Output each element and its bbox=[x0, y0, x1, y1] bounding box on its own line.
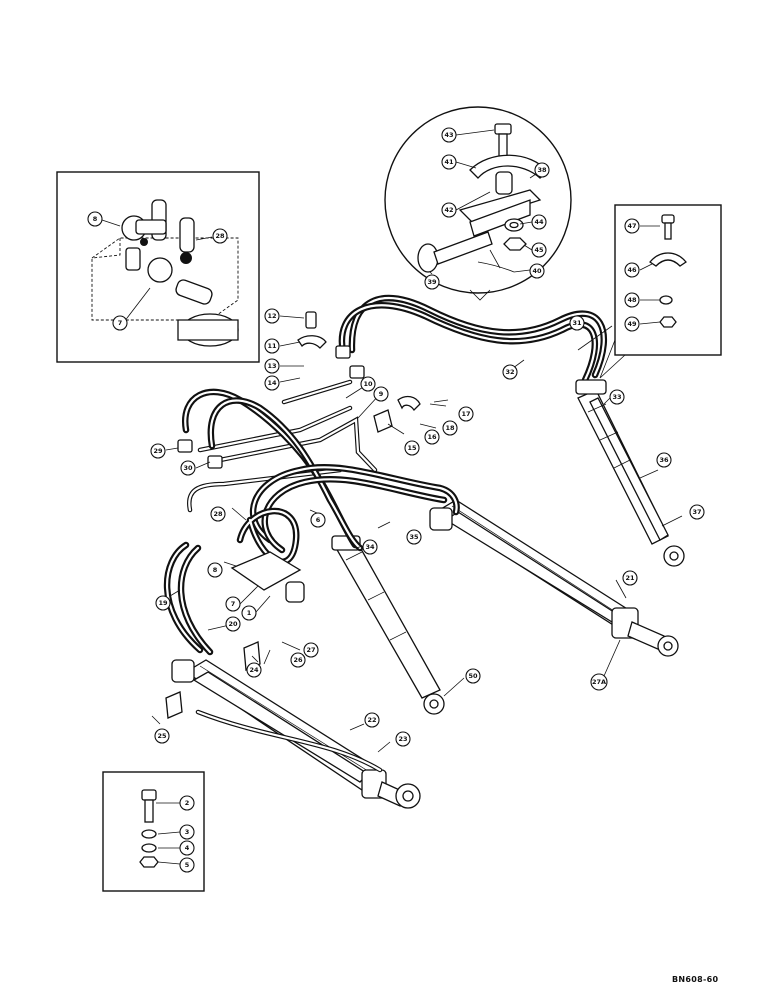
drawing-code-label: BN608-60 bbox=[672, 975, 719, 984]
callout-42: 42 bbox=[444, 206, 453, 214]
callout-4: 4 bbox=[185, 844, 190, 852]
callout-6: 6 bbox=[316, 516, 321, 524]
callout-8: 8 bbox=[213, 566, 218, 574]
callout-40: 40 bbox=[532, 267, 542, 275]
callout-22: 22 bbox=[367, 716, 376, 724]
callout-2: 2 bbox=[185, 799, 190, 807]
callout-27: 27 bbox=[306, 646, 315, 654]
upper-hose-pair bbox=[338, 294, 607, 384]
callout-28-inset: 28 bbox=[215, 232, 225, 240]
callout-1: 1 bbox=[247, 609, 252, 617]
steel-tubing bbox=[187, 379, 383, 773]
callout-12: 12 bbox=[267, 312, 276, 320]
callout-49: 49 bbox=[627, 320, 637, 328]
callout-numbers: 8 28 7 43 41 42 38 44 45 39 40 47 46 48 … bbox=[87, 127, 705, 873]
callout-48: 48 bbox=[627, 296, 637, 304]
callout-25: 25 bbox=[157, 732, 167, 740]
callout-27a: 27A bbox=[592, 678, 606, 686]
inset-bolt-hardware bbox=[102, 771, 205, 892]
callout-32: 32 bbox=[505, 368, 514, 376]
callout-15: 15 bbox=[407, 444, 417, 452]
callout-31: 31 bbox=[572, 319, 582, 327]
callout-8-inset: 8 bbox=[93, 215, 98, 223]
callout-36: 36 bbox=[659, 456, 669, 464]
callout-26: 26 bbox=[293, 656, 303, 664]
callout-16: 16 bbox=[427, 433, 437, 441]
callout-24: 24 bbox=[249, 666, 259, 674]
large-lower-cylinder bbox=[165, 659, 421, 809]
callout-13: 13 bbox=[267, 362, 276, 370]
inset-valve-fittings bbox=[56, 171, 260, 363]
flexible-hoses bbox=[163, 388, 460, 656]
callout-45: 45 bbox=[534, 246, 544, 254]
callout-41: 41 bbox=[444, 158, 454, 166]
callout-14: 14 bbox=[267, 379, 277, 387]
callout-10: 10 bbox=[363, 380, 373, 388]
callout-47: 47 bbox=[627, 222, 636, 230]
center-lift-cylinder bbox=[331, 535, 445, 715]
callout-5: 5 bbox=[185, 861, 190, 869]
callout-17: 17 bbox=[461, 410, 470, 418]
callout-28: 28 bbox=[213, 510, 223, 518]
callout-39: 39 bbox=[427, 278, 437, 286]
right-boom-cylinder bbox=[575, 379, 685, 567]
inset-clamp-assembly bbox=[384, 106, 572, 301]
callout-19: 19 bbox=[158, 599, 168, 607]
control-valve-fittings bbox=[177, 311, 421, 671]
inset-strap-hardware bbox=[599, 204, 722, 379]
callout-44: 44 bbox=[534, 218, 544, 226]
callout-33: 33 bbox=[612, 393, 621, 401]
callout-20: 20 bbox=[228, 620, 238, 628]
callout-11: 11 bbox=[267, 342, 277, 350]
callout-18: 18 bbox=[445, 424, 455, 432]
callout-35: 35 bbox=[409, 533, 419, 541]
large-right-cylinder bbox=[429, 499, 679, 657]
callout-21: 21 bbox=[625, 574, 635, 582]
callout-38: 38 bbox=[537, 166, 547, 174]
callout-7-inset: 7 bbox=[118, 319, 123, 327]
callout-23: 23 bbox=[398, 735, 407, 743]
callout-50: 50 bbox=[468, 672, 478, 680]
callout-7: 7 bbox=[231, 600, 236, 608]
callout-34: 34 bbox=[365, 543, 375, 551]
callout-9: 9 bbox=[379, 390, 384, 398]
callout-30: 30 bbox=[183, 464, 193, 472]
callout-43: 43 bbox=[444, 131, 453, 139]
callout-3: 3 bbox=[185, 828, 190, 836]
callout-46: 46 bbox=[627, 266, 637, 274]
callout-29: 29 bbox=[153, 447, 163, 455]
callout-37: 37 bbox=[692, 508, 701, 516]
